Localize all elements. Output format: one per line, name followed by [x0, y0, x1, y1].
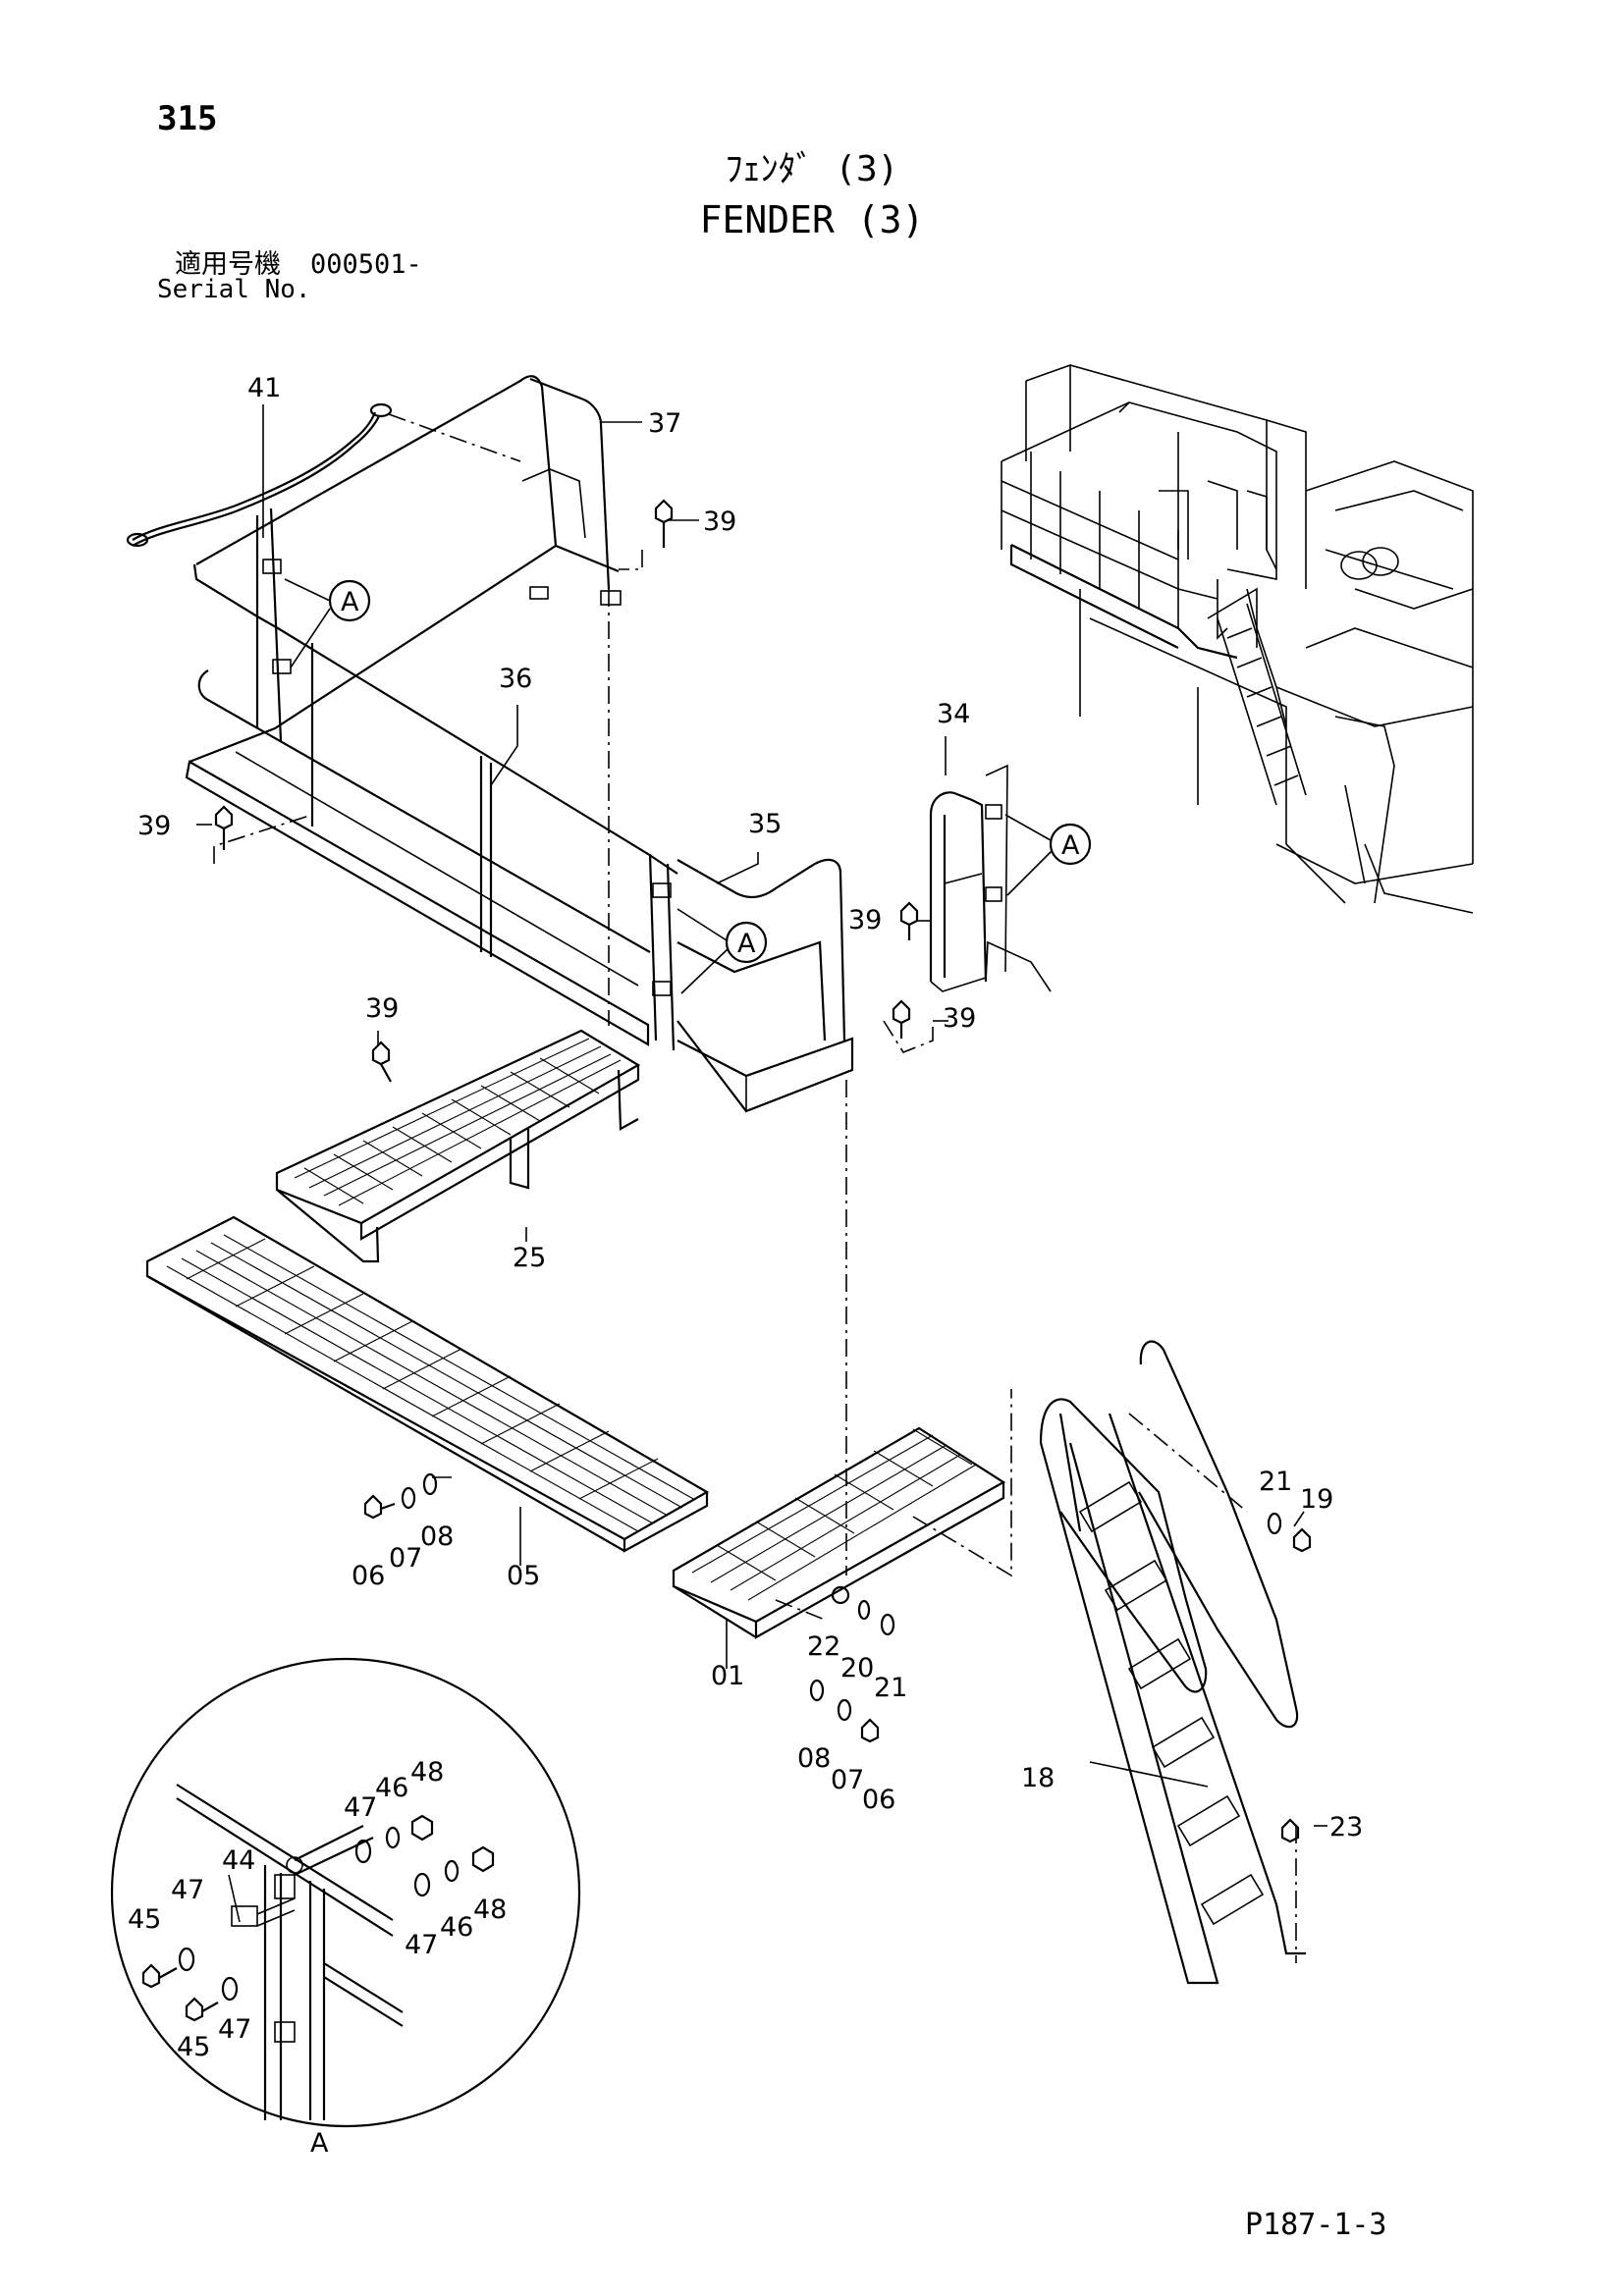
ladder-18 [1039, 1340, 1306, 1985]
part-label-08-right: 08 [797, 1743, 831, 1774]
part-label-25: 25 [513, 1243, 546, 1273]
part-label-18: 18 [1021, 1763, 1055, 1793]
leader-lines [141, 404, 1327, 2022]
part-label-20: 20 [840, 1653, 874, 1683]
detail-label-47-top: 47 [344, 1792, 377, 1823]
detail-view-label: A [310, 2128, 329, 2159]
callout-circle-a3 [1049, 823, 1092, 866]
part-label-36: 36 [499, 664, 532, 694]
part-label-23: 23 [1329, 1812, 1363, 1842]
detail-label-48-top: 48 [410, 1757, 444, 1788]
detail-label-46-right: 46 [440, 1912, 473, 1943]
part-label-39-top: 39 [703, 507, 736, 537]
detail-label-47-bottom: 47 [218, 2014, 251, 2045]
handrail-34 [929, 764, 1052, 992]
serial-label-english: Serial No. [157, 275, 311, 304]
part-label-39-platform: 39 [365, 993, 399, 1024]
detail-label-47-right: 47 [405, 1930, 438, 1960]
callout-a3-leaders [1004, 814, 1054, 896]
part-label-21-lower: 21 [874, 1673, 907, 1703]
detail-label-48-right: 48 [473, 1895, 507, 1925]
part-label-06-right: 06 [862, 1785, 895, 1815]
handrail-end-35 [677, 858, 854, 1113]
grating-01 [672, 1426, 1006, 1639]
part-label-01: 01 [711, 1661, 744, 1691]
detail-label-47-left: 47 [171, 1875, 204, 1905]
grating-05 [145, 1215, 710, 1553]
step-platform-25 [275, 1029, 641, 1263]
callout-a1-leaders [284, 578, 331, 668]
part-label-39-lower-right: 39 [943, 1003, 976, 1034]
part-label-39-left: 39 [137, 811, 171, 841]
detail-label-45-top: 45 [128, 1904, 161, 1935]
callout-letter-a3: A [1061, 830, 1080, 861]
part-label-07-right: 07 [831, 1765, 864, 1795]
detail-label-45-bottom: 45 [177, 2032, 210, 2062]
part-label-05: 05 [507, 1561, 540, 1591]
title-english: FENDER (3) [699, 198, 925, 241]
callout-circle-a2 [725, 921, 768, 964]
detail-label-46-top: 46 [375, 1773, 408, 1803]
detail-view-a [110, 1657, 581, 2128]
handrail-assembly-36 [185, 375, 678, 1051]
part-label-34: 34 [937, 699, 970, 729]
page-reference: P187-1-3 [1245, 2208, 1387, 2242]
part-label-21-ladder: 21 [1259, 1467, 1292, 1497]
detail-label-44: 44 [222, 1845, 255, 1876]
part-label-41: 41 [247, 373, 281, 403]
callout-letter-a1: A [341, 587, 359, 617]
part-label-06-left: 06 [352, 1561, 385, 1591]
part-label-37: 37 [648, 408, 681, 439]
page-number: 315 [157, 99, 218, 138]
part-label-22: 22 [807, 1631, 840, 1662]
part-label-07-left: 07 [389, 1543, 422, 1574]
safety-rope-41 [126, 402, 521, 548]
machine-overview-drawing [1001, 364, 1474, 914]
part-label-19: 19 [1300, 1484, 1333, 1515]
serial-label-japanese: 適用号機 [175, 249, 281, 280]
callout-letter-a2: A [737, 929, 756, 959]
callout-a2-leaders [677, 908, 730, 994]
part-label-08-left: 08 [420, 1522, 454, 1552]
serial-number-value: 000501- [310, 249, 422, 280]
part-label-39-right: 39 [848, 905, 882, 935]
part-label-35: 35 [748, 809, 782, 839]
title-japanese: ﾌｪﾝﾀﾞ (3) [725, 149, 899, 189]
